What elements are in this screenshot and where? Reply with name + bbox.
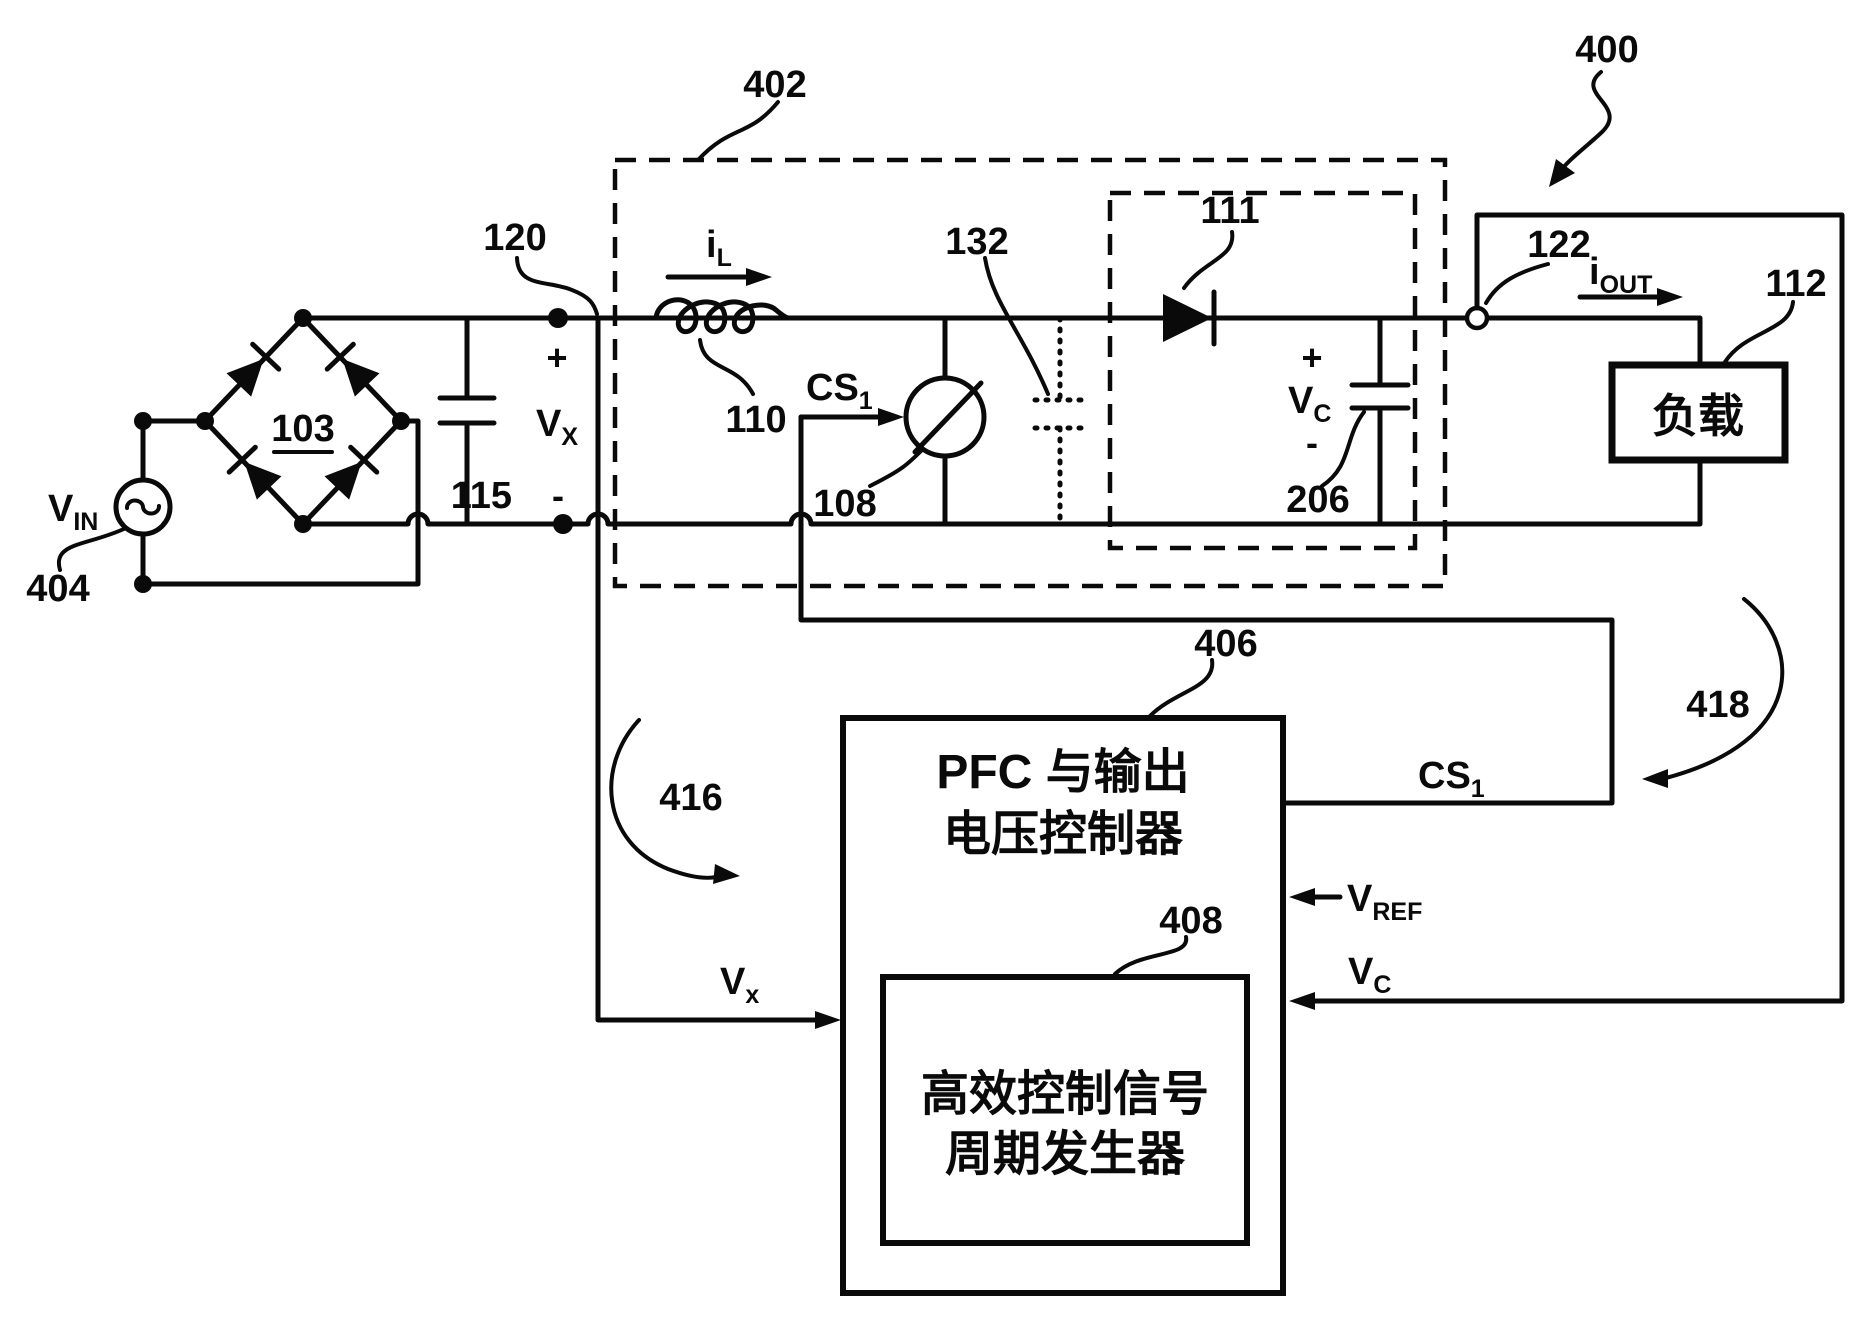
vc-plus-sign: + (1301, 337, 1322, 378)
ac-source-vin (113, 418, 421, 587)
vc-minus-sign: - (1306, 422, 1318, 463)
ref-115: 115 (451, 475, 512, 517)
arrow-416-arc (609, 718, 718, 880)
controller-title-line1: PFC 与输出 (936, 746, 1189, 799)
boost-stage-dashed-box-402 (612, 157, 1448, 589)
output-node-circle (1464, 305, 1490, 331)
boost-diode-111 (1163, 289, 1217, 347)
ref-132: 132 (945, 221, 1008, 263)
load-label: 负载 (1652, 390, 1744, 442)
leader-120 (515, 256, 599, 316)
ref-406: 406 (1194, 623, 1257, 665)
ref-108: 108 (813, 483, 876, 525)
vin-bottom-return-wire (140, 418, 421, 587)
ref-120: 120 (483, 217, 546, 259)
sine-wave-icon (125, 498, 161, 516)
vx-arrowhead-icon (815, 1011, 841, 1029)
ref-112: 112 (1765, 263, 1826, 305)
ref-418: 418 (1686, 684, 1749, 726)
leader-132 (983, 256, 1050, 396)
arrow-418-arc (1660, 597, 1785, 781)
leader-112 (1723, 300, 1795, 364)
cs1-arrowhead-icon (878, 408, 904, 426)
label-vx-node: VX (536, 403, 578, 451)
label-vin: VIN (48, 488, 98, 536)
vin-top-wire (140, 418, 208, 483)
label-cs1-fb: CS1 (1418, 755, 1485, 803)
diode-triangle-icon (1163, 294, 1212, 342)
arrow-418-head-icon (1642, 769, 1668, 788)
annotation-arrows (609, 70, 1785, 884)
leader-122 (1484, 262, 1550, 305)
leader-111 (1182, 230, 1235, 290)
label-vref: VREF (1347, 878, 1422, 926)
ref-408: 408 (1159, 900, 1222, 942)
junction-dots (134, 308, 573, 593)
ref-110: 110 (725, 399, 786, 441)
bridge-ref-label: 103 (271, 408, 334, 450)
vx-plus-sign: + (546, 337, 567, 378)
label-il: iL (706, 224, 732, 272)
controller-title-line2: 电压控制器 (943, 808, 1184, 861)
leader-404 (56, 526, 128, 572)
arrow-400-squiggle (1556, 70, 1612, 176)
generator-box-408 (880, 974, 1250, 1246)
ref-111: 111 (1200, 190, 1259, 232)
controller-box-406 (840, 715, 1286, 1296)
iout-arrowhead-icon (1657, 288, 1683, 306)
inductor-coil-icon (653, 297, 792, 335)
bridge-diode-lower-right-icon (324, 444, 380, 500)
output-capacitor-206 (1349, 315, 1411, 527)
bridge-diode-upper-left-icon (226, 341, 282, 397)
vref-arrowhead-icon (1289, 888, 1315, 906)
generator-title-line2: 周期发生器 (945, 1128, 1186, 1181)
ref-122: 122 (1527, 224, 1590, 266)
load-box (1608, 361, 1789, 464)
ref-206: 206 (1286, 479, 1349, 521)
reference-leaders (56, 100, 1795, 976)
label-vc-cap: VC (1288, 380, 1331, 428)
leader-408 (1113, 935, 1189, 976)
bridge-diode-upper-right-icon (324, 341, 380, 397)
il-arrowhead-icon (746, 268, 772, 286)
leader-108 (868, 448, 924, 488)
label-iout: iOUT (1589, 251, 1652, 299)
arrow-416-head-icon (713, 864, 740, 884)
ref-400: 400 (1575, 29, 1638, 71)
output-section-dashed-box (1107, 190, 1418, 551)
vx-minus-sign: - (552, 475, 564, 516)
cs1-control-path (798, 408, 1615, 806)
bridge-rectifier-103: 103 (202, 315, 404, 527)
switch-108 (903, 315, 987, 527)
vc-feedback-wire (1309, 212, 1845, 1004)
input-capacitor-115 (437, 315, 497, 527)
leader-110 (698, 338, 755, 396)
vx-sense-wire (595, 315, 821, 1023)
label-vx-fb: Vx (720, 961, 759, 1009)
vc-arrowhead-icon (1289, 992, 1315, 1010)
bottom-rail-wire (300, 457, 1703, 527)
ref-402: 402 (743, 64, 806, 106)
arrow-400-head-icon (1549, 159, 1575, 187)
label-vc-fb: VC (1348, 951, 1391, 999)
leader-206 (1320, 410, 1366, 488)
node-120-dot (548, 308, 568, 328)
label-cs1-switch: CS1 (806, 367, 873, 415)
dotted-capacitor-132 (1032, 315, 1088, 527)
leader-406 (1148, 658, 1215, 718)
ref-416: 416 (659, 777, 722, 819)
leader-402 (696, 100, 780, 162)
ref-404: 404 (26, 568, 89, 610)
bridge-diode-lower-left-icon (226, 444, 282, 500)
output-to-load-wire (1484, 315, 1703, 368)
generator-title-line1: 高效控制信号 (921, 1068, 1209, 1121)
switch-lever-icon (912, 380, 984, 455)
